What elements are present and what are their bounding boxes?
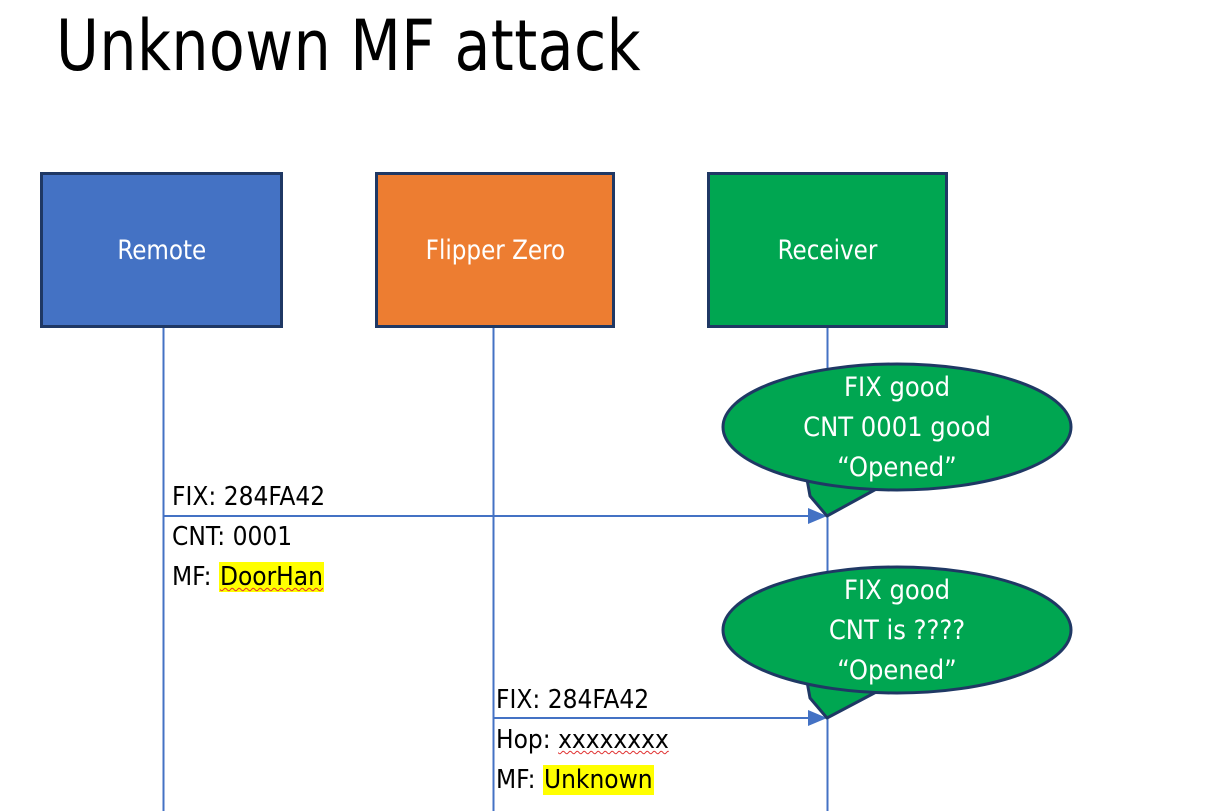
message-prefix: CNT:	[172, 522, 233, 552]
message-value: 284FA42	[223, 482, 326, 512]
callout-line: FIX good	[843, 575, 951, 606]
message-value: 284FA42	[547, 685, 650, 715]
callout-line: “Opened”	[837, 452, 957, 483]
callout-line: CNT is ????	[828, 615, 966, 646]
callout-text-2: FIX good CNT is ???? “Opened”	[722, 571, 1072, 691]
message-line-fix-1: FIX: 284FA42	[172, 477, 325, 517]
message-arrow-head-1	[808, 508, 827, 524]
callout-line: CNT 0001 good	[803, 412, 991, 443]
message-value-highlighted: DoorHan	[218, 562, 324, 592]
actor-box-remote[interactable]: Remote	[40, 172, 283, 328]
message-line-fix-2: FIX: 284FA42	[496, 680, 649, 720]
callout-line: FIX good	[843, 372, 951, 403]
message-prefix: MF:	[496, 765, 543, 795]
actor-label-receiver: Receiver	[777, 234, 878, 266]
actor-box-flipper-zero[interactable]: Flipper Zero	[375, 172, 615, 328]
message-prefix: MF:	[172, 562, 219, 592]
actor-box-receiver[interactable]: Receiver	[707, 172, 948, 328]
callout-text-1: FIX good CNT 0001 good “Opened”	[722, 368, 1072, 488]
message-prefix: FIX:	[172, 482, 224, 512]
message-value-highlighted: Unknown	[542, 765, 654, 795]
message-prefix: FIX:	[496, 685, 548, 715]
page-title: Unknown MF attack	[56, 5, 642, 87]
message-value: 0001	[232, 522, 293, 552]
message-line-mf-2: MF: Unknown	[496, 760, 654, 800]
message-line-hop-2: Hop: xxxxxxxx	[496, 720, 669, 760]
callout-line: “Opened”	[837, 655, 957, 686]
message-prefix: Hop:	[496, 725, 559, 755]
message-arrow-head-2	[808, 710, 827, 726]
actor-label-flipper-zero: Flipper Zero	[425, 234, 565, 266]
message-line-mf-1: MF: DoorHan	[172, 557, 324, 597]
actor-label-remote: Remote	[117, 234, 206, 266]
message-line-cnt-1: CNT: 0001	[172, 517, 292, 557]
message-value: xxxxxxxx	[558, 725, 669, 755]
